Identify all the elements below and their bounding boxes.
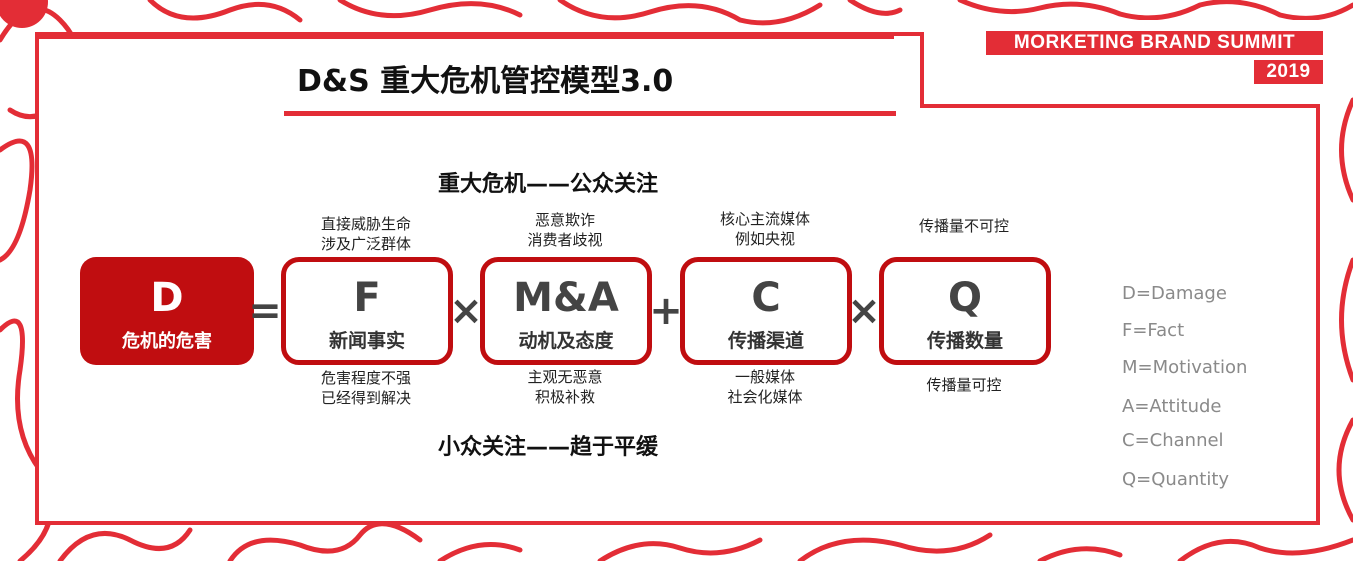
note-line: 消费者歧视 <box>527 231 603 249</box>
page-title: D&S 重大危机管控模型3.0 <box>297 64 674 99</box>
legend-item-attitude: A=Attitude <box>1122 396 1222 417</box>
note-line: 直接威胁生命 <box>320 215 411 233</box>
summit-badge-title: MORKETING BRAND SUMMIT <box>986 31 1323 55</box>
note-bottom-motivation: 主观无恶意 积极补救 <box>480 367 650 407</box>
multiply-operator: × <box>449 288 483 334</box>
term-box-quantity: Q 传播数量 <box>879 257 1051 365</box>
note-line: 积极补救 <box>534 388 595 406</box>
legend-item-channel: C=Channel <box>1122 430 1224 451</box>
panel-border-step <box>920 32 924 108</box>
top-heading: 重大危机——公众关注 <box>438 172 659 197</box>
term-letter: F <box>353 275 381 321</box>
term-box-fact: F 新闻事实 <box>281 257 453 365</box>
note-line: 社会化媒体 <box>727 388 803 406</box>
note-line: 恶意欺诈 <box>534 211 595 229</box>
term-letter: M&A <box>513 275 619 321</box>
term-label: 传播数量 <box>926 330 1003 352</box>
note-line: 例如央视 <box>734 230 795 248</box>
legend-item-motivation: M=Motivation <box>1122 357 1248 378</box>
term-label: 传播渠道 <box>727 330 804 352</box>
note-bottom-fact: 危害程度不强 已经得到解决 <box>281 368 451 408</box>
term-letter: C <box>751 275 781 321</box>
term-label: 动机及态度 <box>518 330 614 352</box>
summit-badge-year: 2019 <box>1254 60 1323 84</box>
note-bottom-quantity: 传播量可控 <box>879 375 1049 395</box>
note-line: 涉及广泛群体 <box>320 235 411 253</box>
multiply-operator: × <box>847 288 881 334</box>
legend-item-damage: D=Damage <box>1122 283 1227 304</box>
panel-border-top <box>35 32 924 36</box>
result-label: 危机的危害 <box>122 331 212 352</box>
note-line: 传播量可控 <box>926 376 1002 394</box>
note-line: 危害程度不强 <box>320 369 411 387</box>
note-line: 主观无恶意 <box>527 368 603 386</box>
plus-operator: + <box>649 288 683 334</box>
note-line: 核心主流媒体 <box>719 210 810 228</box>
term-label: 新闻事实 <box>328 330 405 352</box>
equals-operator: = <box>248 288 282 334</box>
legend-item-quantity: Q=Quantity <box>1122 469 1230 490</box>
note-line: 已经得到解决 <box>320 389 411 407</box>
note-top-motivation: 恶意欺诈 消费者歧视 <box>480 210 650 250</box>
note-top-channel: 核心主流媒体 例如央视 <box>680 209 850 249</box>
note-line: 传播量不可控 <box>918 217 1009 235</box>
note-line: 一般媒体 <box>734 368 795 386</box>
panel-border-step-horizontal <box>920 104 1320 108</box>
note-top-quantity: 传播量不可控 <box>879 216 1049 236</box>
note-bottom-channel: 一般媒体 社会化媒体 <box>680 367 850 407</box>
panel-border-right <box>1316 104 1320 525</box>
term-letter: Q <box>947 275 982 321</box>
result-box-damage: D 危机的危害 <box>80 257 254 365</box>
title-underline <box>284 111 896 116</box>
legend-item-fact: F=Fact <box>1122 320 1185 341</box>
result-letter: D <box>150 275 184 321</box>
bottom-heading: 小众关注——趋于平缓 <box>438 435 659 460</box>
term-box-channel: C 传播渠道 <box>680 257 852 365</box>
note-top-fact: 直接威胁生命 涉及广泛群体 <box>281 214 451 254</box>
term-box-motivation-attitude: M&A 动机及态度 <box>480 257 652 365</box>
